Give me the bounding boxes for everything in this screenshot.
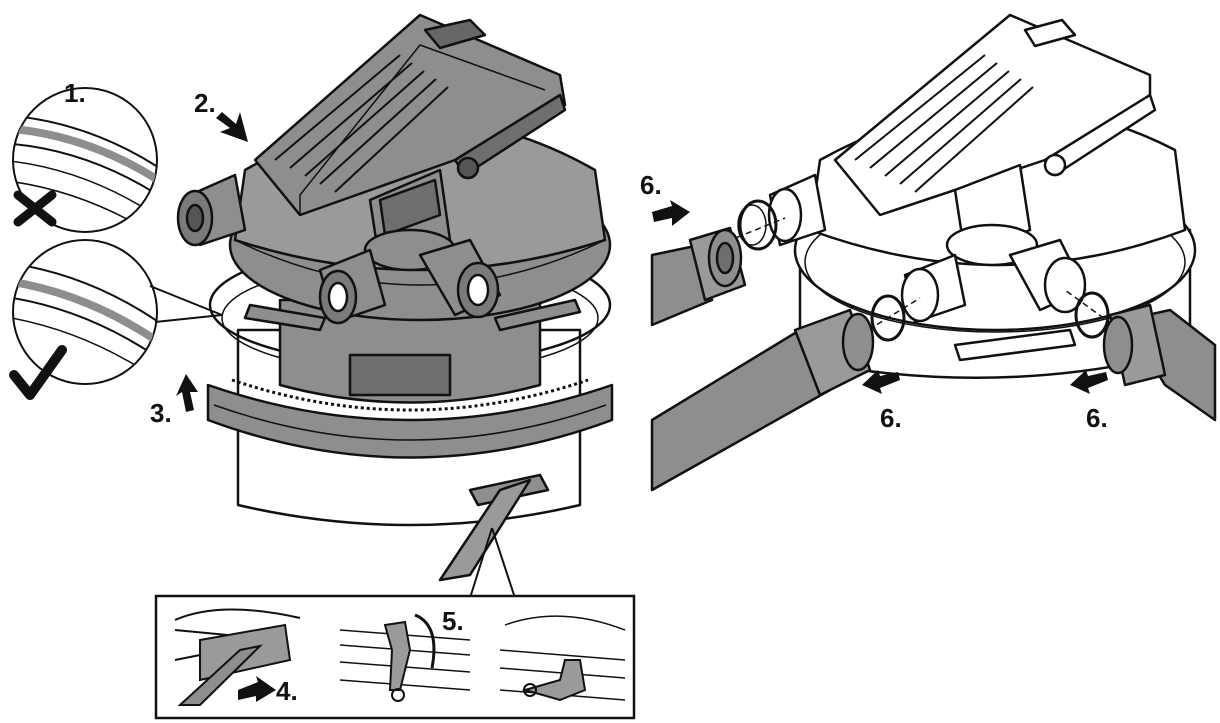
hose-right	[1102, 303, 1217, 422]
inset-clamp-detail	[154, 594, 636, 720]
hose-lower-left	[650, 308, 875, 492]
right-pump-assembly	[650, 13, 1217, 492]
left-knob	[176, 173, 247, 247]
clamp-band	[206, 383, 614, 459]
step-label-6-right: 6.	[1086, 403, 1108, 433]
push-arrow-icon	[652, 200, 690, 226]
step-label-1: 1.	[64, 78, 86, 108]
step-label-5: 5.	[442, 606, 464, 636]
step-label-2: 2.	[194, 88, 216, 118]
label-plate	[423, 18, 487, 50]
step-label-6-left: 6.	[640, 170, 662, 200]
detail-correct	[12, 239, 223, 385]
clamp-lever	[438, 473, 550, 599]
cooling-ribs	[274, 54, 449, 193]
push-arrow-icon	[238, 676, 276, 702]
o-rings	[737, 199, 1110, 342]
motor-housing	[278, 298, 542, 404]
push-arrow-icon	[176, 374, 198, 412]
push-arrow-icon	[216, 112, 248, 142]
cross-mark-icon	[13, 190, 57, 227]
step-label-4: 4.	[276, 676, 298, 706]
check-mark-icon	[9, 345, 67, 400]
selector-valve	[363, 168, 457, 272]
step-label-6-center: 6.	[880, 403, 902, 433]
hose-upper-left	[650, 226, 747, 327]
step-label-3: 3.	[150, 398, 172, 428]
push-arrow-icon	[862, 370, 900, 394]
front-ports	[318, 238, 502, 325]
push-arrow-icon	[1070, 370, 1108, 394]
cooling-ribs	[854, 54, 1034, 193]
left-pump-assembly	[176, 13, 614, 599]
